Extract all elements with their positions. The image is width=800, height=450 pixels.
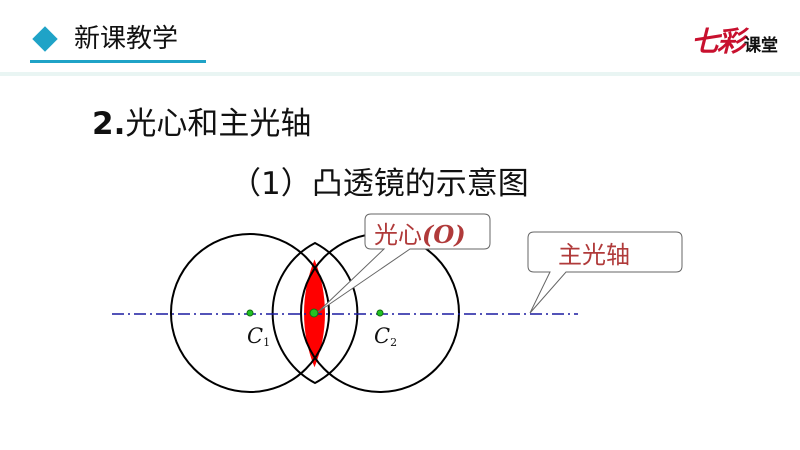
principal-axis-callout	[527, 231, 683, 314]
center-label-c1: C1	[247, 324, 270, 349]
optical-center-point	[309, 308, 319, 318]
section-title: 2.光心和主光轴	[92, 102, 311, 146]
brand-logo-main: 七彩	[690, 25, 745, 58]
brand-logo: 七彩 课堂	[691, 20, 778, 60]
optical-center-label: 光心(O)	[374, 220, 466, 249]
principal-axis-label: 主光轴	[558, 241, 630, 269]
header-underline	[30, 60, 206, 63]
brand-logo-sub: 课堂	[744, 36, 778, 56]
section-title-text: 光心和主光轴	[125, 106, 312, 142]
optical-center-callout	[317, 213, 491, 313]
diagram-subtitle: （1）凸透镜的示意图	[230, 166, 529, 202]
center-point-c1	[246, 309, 254, 317]
section-number: 2.	[92, 106, 126, 142]
header-rule	[0, 72, 800, 76]
left-circle	[170, 233, 330, 393]
header: 新课教学 七彩 课堂	[0, 0, 800, 72]
center-label-c2: C2	[374, 324, 397, 349]
page-header-title: 新课教学	[74, 24, 179, 54]
center-point-c2	[376, 309, 384, 317]
